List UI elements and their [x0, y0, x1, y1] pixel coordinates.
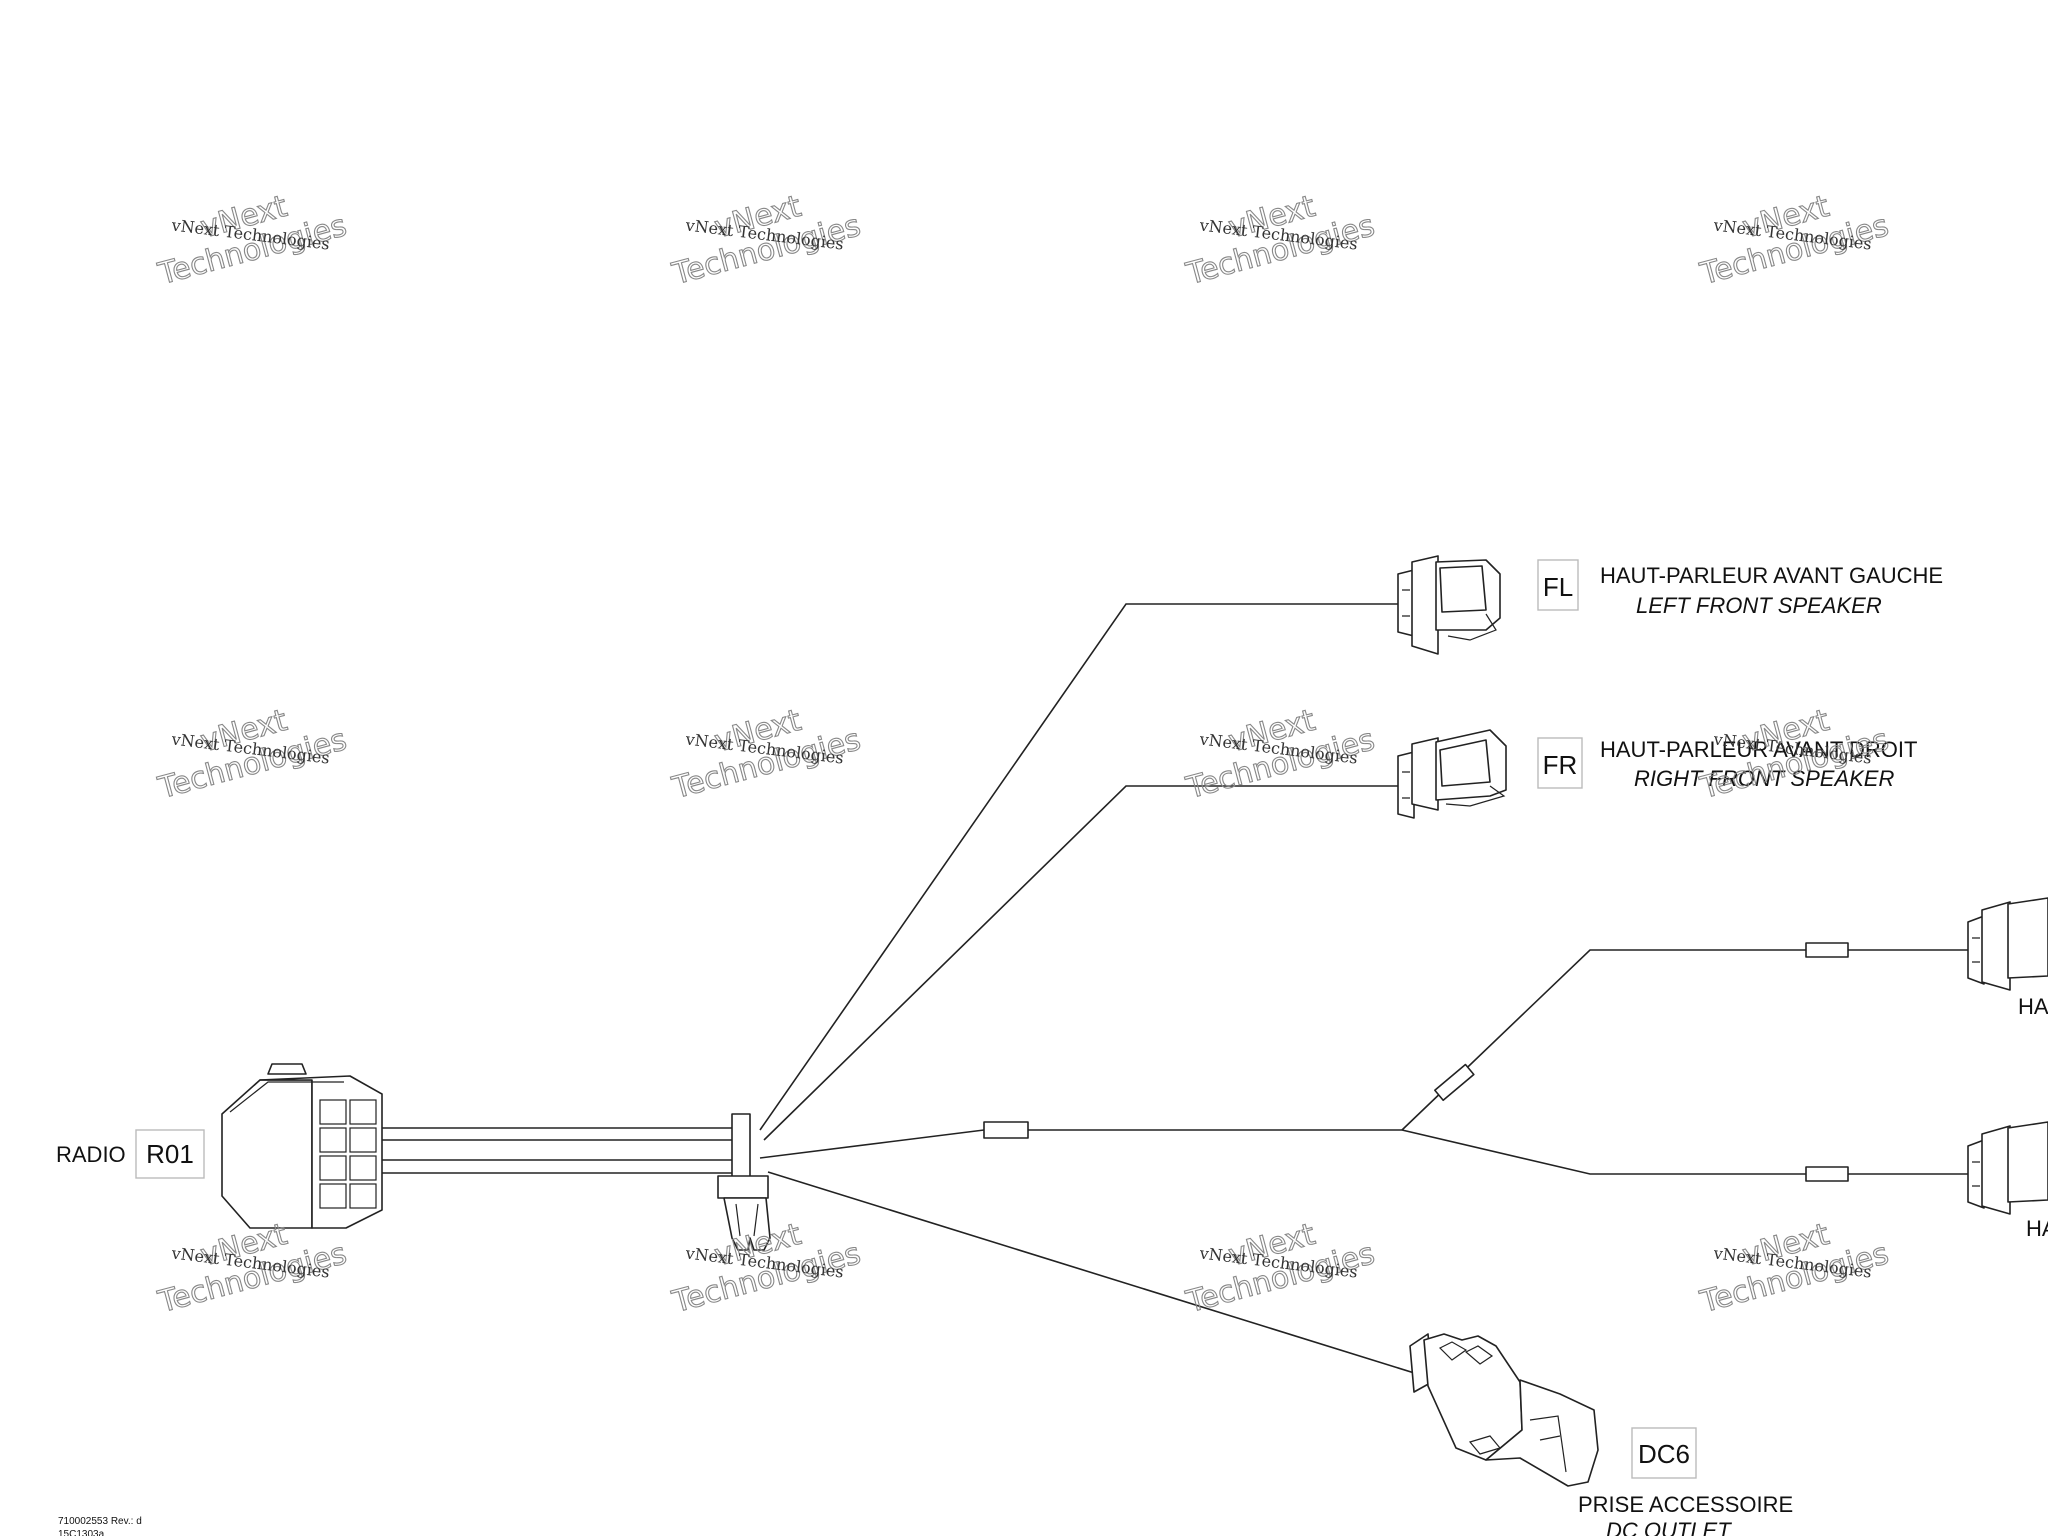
- rl-name-fragment: HAU: [2018, 994, 2048, 1019]
- clip-band: [731, 1113, 751, 1181]
- wire-sleeve: [983, 1121, 1029, 1139]
- radio-label: RADIO: [56, 1142, 126, 1167]
- fr-code: FR: [1543, 750, 1578, 780]
- branch-wire-fr: [763, 785, 1402, 1141]
- rear-left-speaker-connector: [1967, 897, 2048, 991]
- branch-wire-rl: [1401, 949, 1970, 1131]
- radio-code-box: [135, 1129, 205, 1179]
- fl-name-fr: HAUT-PARLEUR AVANT GAUCHE: [1600, 563, 1943, 588]
- dc6-name-en: DC OUTLET: [1606, 1518, 1732, 1536]
- footer-doc-number: 710002553 Rev.: d: [58, 1516, 142, 1527]
- clip-barb-detail: [735, 1203, 759, 1237]
- fr-name-en: RIGHT FRONT SPEAKER: [1634, 766, 1894, 791]
- rr-name-fragment: HA: [2026, 1216, 2048, 1241]
- dc6-code: DC6: [1638, 1439, 1690, 1469]
- clip-barb: [723, 1197, 771, 1251]
- connector-latch: [267, 1063, 307, 1075]
- footer-drawing-id: 15C1303a: [58, 1529, 105, 1536]
- connector-cavity-grid: [319, 1099, 377, 1209]
- dc6-name-fr: PRISE ACCESSOIRE: [1578, 1492, 1793, 1517]
- wire-sleeve: [1805, 1166, 1849, 1182]
- fr-name-fr: HAUT-PARLEUR AVANT DROIT: [1600, 737, 1917, 762]
- clip-base: [717, 1175, 769, 1199]
- harness-clip: [717, 1113, 771, 1251]
- wire-sleeve: [1805, 942, 1849, 958]
- branch-wire-rear: [759, 1129, 1402, 1159]
- branch-wire-fl: [759, 603, 1398, 1131]
- connector-top-edge: [229, 1081, 344, 1113]
- branch-wire-dc6: [767, 1171, 1425, 1377]
- wire-harness: [382, 603, 1970, 1377]
- fr-code-box: [1537, 737, 1583, 789]
- fl-code-box: [1537, 559, 1579, 611]
- fl-speaker-connector: [1397, 555, 1501, 655]
- connector-body-front: [221, 1079, 313, 1229]
- branch-wire-rr: [1401, 1129, 1970, 1175]
- radio-code: R01: [146, 1139, 194, 1169]
- dc-outlet-connector: [1409, 1333, 1599, 1487]
- radio-connector: [221, 1063, 383, 1229]
- dc6-code-box: [1631, 1427, 1697, 1479]
- rear-right-speaker-connector: [1967, 1121, 2048, 1215]
- fl-code: FL: [1543, 572, 1573, 602]
- fl-name-en: LEFT FRONT SPEAKER: [1636, 593, 1882, 618]
- wire-sleeve: [1434, 1063, 1475, 1102]
- fr-speaker-connector: [1397, 729, 1507, 819]
